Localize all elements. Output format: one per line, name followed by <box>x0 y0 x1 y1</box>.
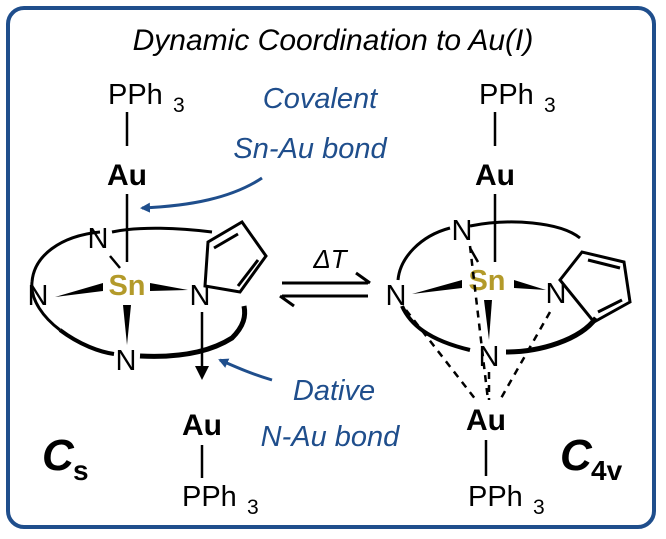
delta-t-label: ΔT <box>312 244 348 274</box>
left-n-top: N <box>88 223 109 255</box>
left-symmetry-label: C s <box>42 431 89 486</box>
svg-text:3: 3 <box>173 94 185 117</box>
diagram-frame <box>6 6 656 529</box>
equilibrium-arrows: ΔT <box>279 244 371 308</box>
svg-text:Covalent: Covalent <box>263 83 379 115</box>
svg-text:C: C <box>42 431 75 480</box>
svg-text:s: s <box>73 455 89 486</box>
left-n-pyrrole: N <box>190 280 211 312</box>
dative-annotation: Dative N-Au bond <box>218 358 401 453</box>
right-dashed-n-au-interactions <box>405 245 552 401</box>
svg-text:PPh: PPh <box>108 79 163 111</box>
right-ring-top <box>469 220 581 240</box>
left-pyrrole-ring <box>203 220 268 294</box>
right-wedge-n-pyrrole <box>514 280 546 290</box>
covalent-pointer-arrow <box>140 176 263 213</box>
svg-text:C: C <box>560 431 593 480</box>
right-ring-lower-right <box>505 316 599 355</box>
right-top-gold: Au <box>475 159 515 192</box>
svg-text:Sn-Au bond: Sn-Au bond <box>233 133 387 165</box>
left-tin-atom: Sn <box>108 270 145 302</box>
right-top-pph3: PPh 3 <box>479 79 556 117</box>
svg-text:3: 3 <box>544 94 556 117</box>
right-pyrrole-ring <box>558 250 632 324</box>
left-ring-upper-left <box>30 230 101 332</box>
svg-text:3: 3 <box>247 496 259 519</box>
left-complex-cs: PPh 3 Au N N N N Sn Au PPh <box>28 79 268 519</box>
left-ring-top <box>111 226 213 234</box>
right-ring-lower-left <box>400 305 471 352</box>
svg-text:N-Au bond: N-Au bond <box>261 421 401 453</box>
left-bottom-pph3: PPh 3 <box>182 481 259 519</box>
svg-text:PPh: PPh <box>182 481 237 513</box>
left-top-pph3: PPh 3 <box>108 79 185 117</box>
diagram-title: Dynamic Coordination to Au(I) <box>133 24 534 57</box>
svg-text:PPh: PPh <box>468 481 523 513</box>
right-symmetry-label: C 4v <box>560 431 623 486</box>
dative-pointer-arrow <box>218 358 273 382</box>
left-wedge-n-pyrrole <box>150 283 188 291</box>
right-n-pyrrole: N <box>546 278 567 310</box>
right-wedge-n-left <box>412 280 462 294</box>
svg-text:Dative: Dative <box>293 375 375 407</box>
left-n-bottom: N <box>116 345 137 377</box>
svg-text:4v: 4v <box>591 455 623 486</box>
right-n-bottom: N <box>479 341 500 373</box>
left-ring-lower-left <box>58 328 115 356</box>
left-wedge-n-bottom <box>123 305 131 345</box>
left-ring-lower-right <box>139 305 248 359</box>
left-n-left: N <box>28 280 49 312</box>
svg-text:3: 3 <box>533 496 545 519</box>
svg-text:PPh: PPh <box>479 79 534 111</box>
right-ring-upper-left <box>396 226 451 281</box>
right-n-top: N <box>452 215 473 247</box>
left-bottom-gold: Au <box>182 409 222 442</box>
left-top-gold: Au <box>107 159 147 192</box>
left-wedge-n-left <box>55 283 103 297</box>
right-n-left: N <box>386 280 407 312</box>
covalent-annotation: Covalent Sn-Au bond <box>140 83 387 213</box>
right-wedge-n-bottom <box>484 300 492 340</box>
right-complex-c4v: PPh 3 Au N N N N Sn <box>386 79 632 519</box>
right-bottom-gold: Au <box>466 404 506 437</box>
right-bottom-pph3: PPh 3 <box>468 481 545 519</box>
right-tin-atom: Sn <box>468 265 505 297</box>
